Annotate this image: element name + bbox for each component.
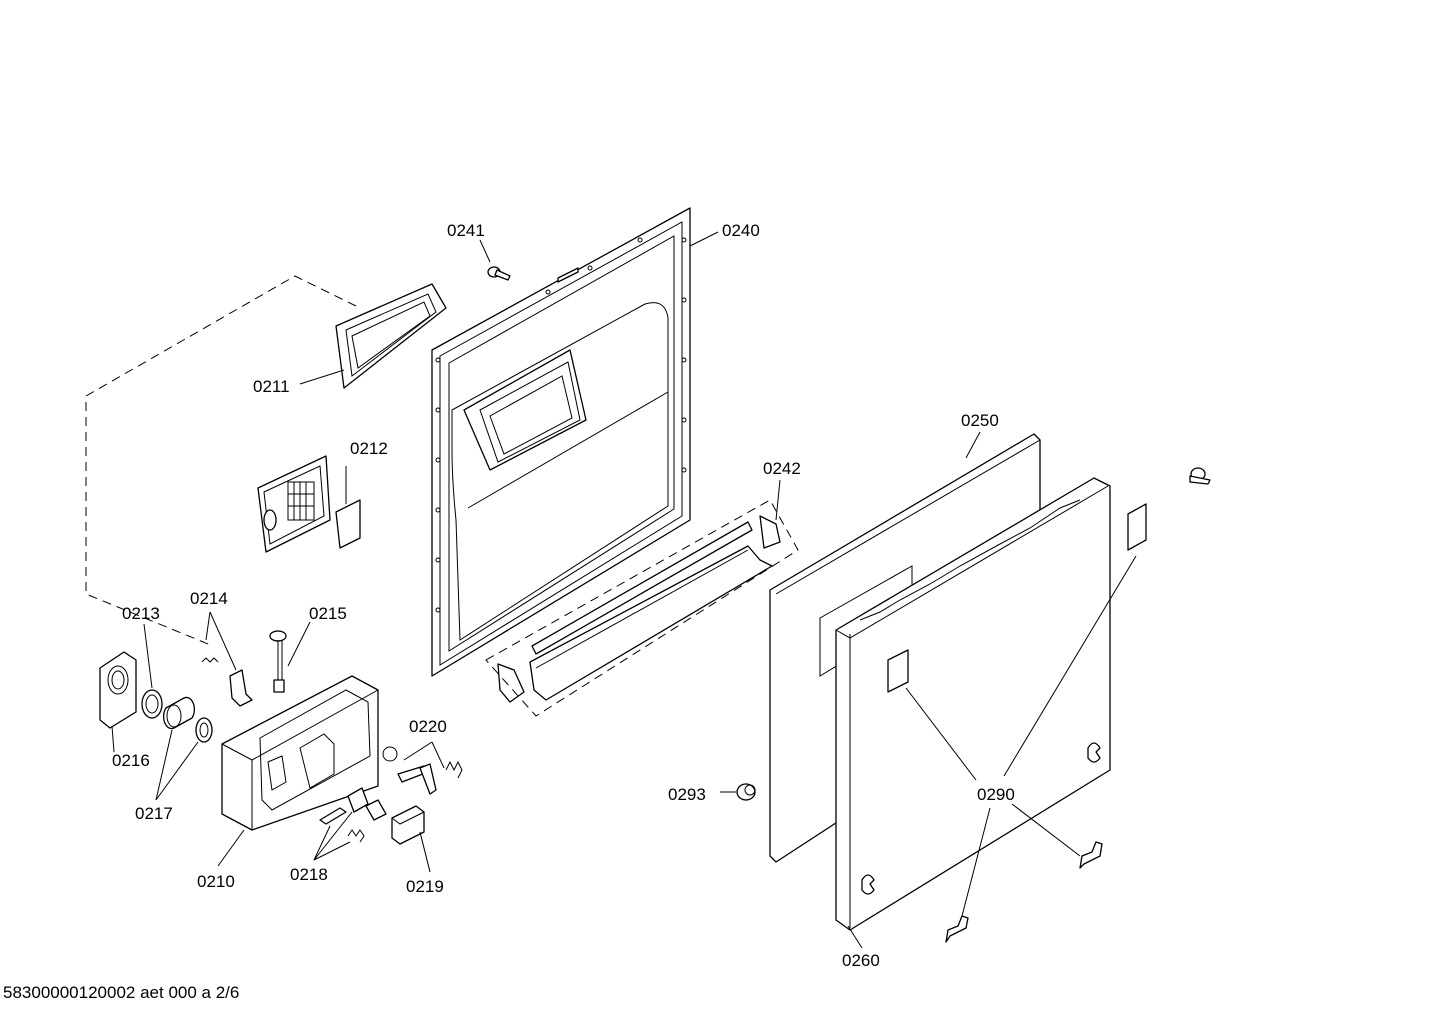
callout-0220: 0220 [409, 717, 447, 736]
part-0240-inner-door [431, 207, 691, 677]
part-0293-plug [736, 783, 756, 801]
callout-0219: 0219 [406, 877, 444, 896]
part-0213-handle [99, 651, 137, 729]
callout-0213: 0213 [122, 604, 160, 623]
callout-0216: 0216 [112, 751, 150, 770]
part-0211-seal-frame [335, 283, 447, 389]
callout-0241: 0241 [447, 221, 485, 240]
part-0218-levers [319, 787, 387, 843]
part-0260-outer-panel [835, 477, 1147, 931]
callout-0293: 0293 [668, 785, 706, 804]
part-0215-pin [269, 630, 287, 693]
part-0242-rail [485, 499, 799, 717]
callout-0218: 0218 [290, 865, 328, 884]
callout-0210: 0210 [197, 872, 235, 891]
part-0290-bracket [945, 467, 1211, 943]
document-code: 58300000120002 aet 000 a 2/6 [3, 983, 239, 1002]
part-0214-latch [201, 657, 253, 707]
part-0220-lever [397, 760, 463, 795]
callout-0290: 0290 [977, 785, 1015, 804]
callout-0242: 0242 [763, 459, 801, 478]
assembly-group-outline [85, 275, 357, 647]
part-0217-cylinder [163, 696, 213, 743]
callout-0217: 0217 [135, 804, 173, 823]
callout-0212: 0212 [350, 439, 388, 458]
part-0212-filter-housing [257, 455, 331, 553]
callout-0211: 0211 [253, 377, 290, 396]
part-0216-ring [141, 689, 163, 719]
callout-0260: 0260 [842, 951, 880, 970]
callout-0214: 0214 [190, 589, 228, 608]
part-0212-gasket [335, 499, 361, 549]
part-0210-dispenser-housing [221, 675, 398, 831]
part-0241-screw [487, 266, 511, 281]
part-0219-switch [391, 805, 425, 845]
callout-0250: 0250 [961, 411, 999, 430]
leader-lines [111, 231, 1137, 949]
callout-0215: 0215 [309, 604, 347, 623]
callout-0240: 0240 [722, 221, 760, 240]
